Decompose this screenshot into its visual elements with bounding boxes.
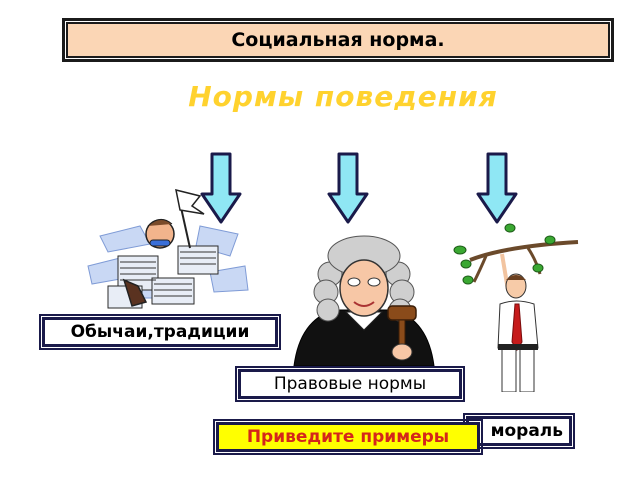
arrow-down-icon: [476, 152, 518, 224]
arrow-down-icon: [327, 152, 369, 224]
label-legal-norms-text: Правовые нормы: [273, 374, 427, 394]
prompt-give-examples[interactable]: Приведите примеры: [213, 419, 483, 455]
slide-subtitle: Нормы поведения: [188, 80, 498, 113]
slide-title: Социальная норма.: [62, 18, 614, 62]
prompt-give-examples-text: Приведите примеры: [246, 427, 450, 447]
label-customs-traditions: Обычаи,традиции: [39, 314, 281, 350]
slide-title-text: Социальная норма.: [231, 29, 445, 51]
label-customs-traditions-text: Обычаи,традиции: [70, 322, 250, 342]
label-morality-text: мораль: [490, 421, 563, 441]
judge-illustration: [293, 235, 435, 366]
man-hanging-on-branch-illustration: [453, 223, 579, 392]
label-legal-norms: Правовые нормы: [235, 366, 465, 402]
paperwork-clerk-illustration: [87, 188, 249, 309]
label-morality: мораль: [463, 413, 575, 449]
arrow-down-icon: [200, 152, 242, 224]
